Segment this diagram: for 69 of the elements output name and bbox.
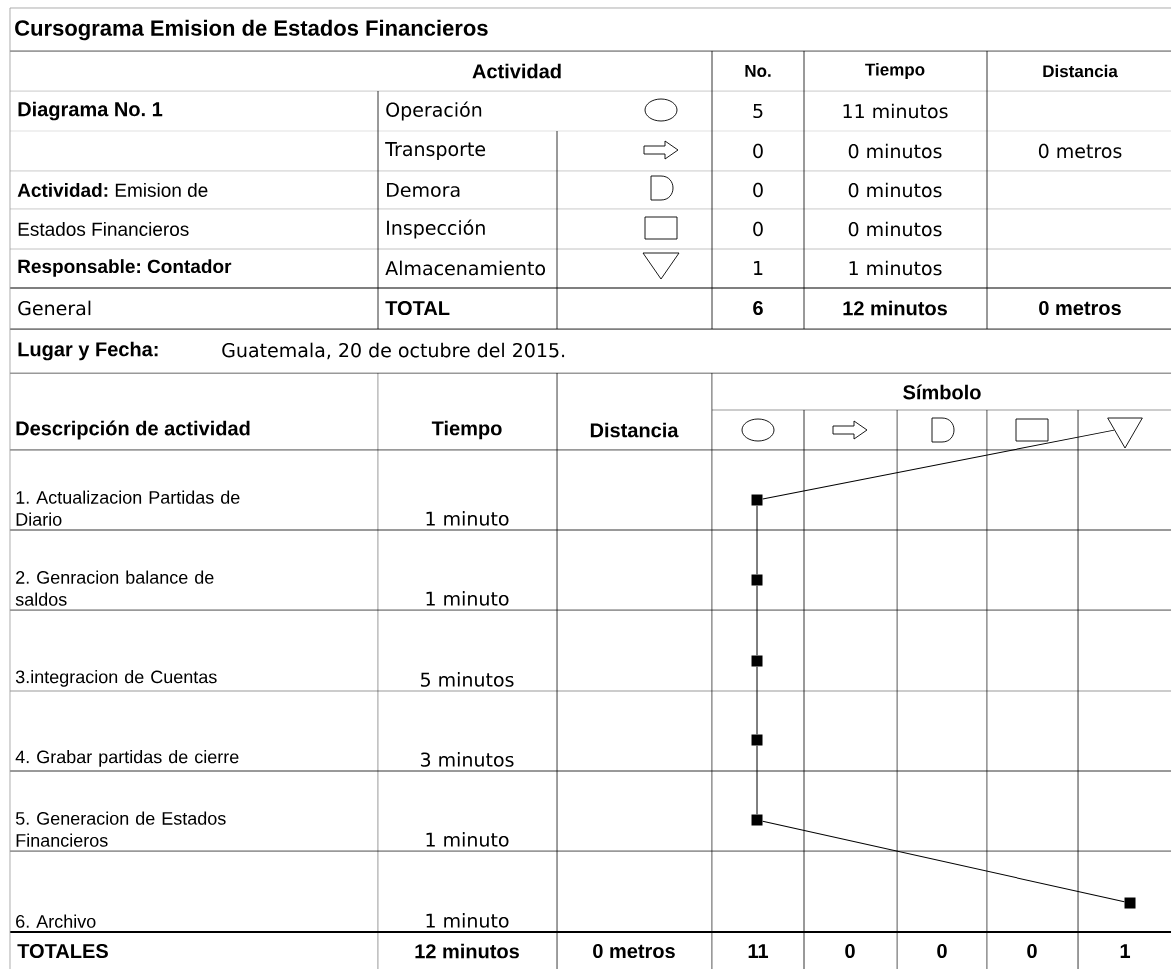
cell-text: Lugar y Fecha: [18,341,158,361]
cell-text: 1 minuto [426,511,509,526]
cell-text: 0 metros [593,943,675,959]
cell-text: 1 [754,261,763,275]
title: Cursograma Emision de Estados Financieros [15,19,488,41]
cell-text: 12 minutos [415,943,519,959]
connector-line [756,505,758,575]
cell-text: 1 [1120,944,1130,958]
cell-text: Almacenamiento [385,260,545,276]
cell-text: 5 [753,103,763,119]
connector-line [756,745,758,815]
cell-text: Diagrama No. 1 [18,101,163,121]
cell-text: 1 minuto [426,832,509,847]
cell-text: 1 minuto [426,591,509,606]
cell-text: Operación [386,101,482,121]
cell-text: 3.integracion de Cuentas [15,670,217,687]
cell-text: Demora [387,182,460,198]
cell-text: General [18,300,91,316]
cell-text: TOTAL [385,300,450,316]
cell-text: No. [745,65,771,77]
cell-text: Transporte [385,142,486,160]
cell-text: 0 minutos [848,221,942,237]
cell-text: 2. Genracion balance de saldos [15,570,214,606]
cell-text: 6 [753,300,763,316]
cell-text: Tiempo [431,420,502,440]
cell-text: Símbolo [903,384,981,400]
cell-text: 0 minutos [848,143,942,159]
cell-text: Actividad: Emision de [17,183,208,197]
point-marker [751,574,763,586]
cell-text: 0 [937,943,947,959]
cell-text: 5 minutos [421,672,514,687]
cell-text: 4. Grabar partidas de cierre [15,750,239,767]
point-marker [1124,897,1136,909]
cell-text: Distancia [1043,64,1118,78]
cell-text: 6. Archivo [16,914,96,928]
cell-text: 0 [753,143,763,159]
cell-text: Inspección [387,219,485,239]
cell-text: Estados Financieros [18,222,189,236]
cell-text: 0 metros [1039,300,1121,316]
cell-text: 3 minutos [420,752,514,767]
cell-text: 1 minuto [426,913,509,928]
point-marker [751,655,763,667]
cell-text: 1 minutos [849,260,942,276]
cell-text: TOTALES [17,943,108,959]
cell-text: 0 [845,943,855,959]
cell-text: 0 [753,182,763,198]
cell-text: Actividad [472,63,561,79]
cell-text: 0 metros [1038,143,1122,159]
point-marker [751,494,763,506]
cell-text: Descripción de actividad [16,420,250,440]
cell-text: 5. Generacion de Estados Financieros [15,811,226,847]
cell-text: 12 minutos [843,300,947,316]
cell-text: 0 [1027,943,1037,959]
connector-line [756,585,758,656]
connector-line [762,429,1115,500]
cell-text: 0 minutos [848,182,942,198]
cell-text: 0 [753,221,763,237]
cell-text: Tiempo [865,63,925,79]
cell-text: Distancia [590,422,679,438]
point-marker [751,814,763,826]
point-marker [751,734,763,746]
triangle-icon [1107,417,1143,449]
connector-line [762,820,1125,903]
cell-text: 1. Actualizacion Partidas de Diario [16,490,240,526]
cell-text: 11 [748,944,769,958]
connector-line [756,666,758,735]
cell-text: 11 minutos [843,103,948,119]
cell-text: Responsable: Contador [18,259,232,277]
cell-text: Guatemala, 20 de octubre del 2015. [222,342,565,360]
